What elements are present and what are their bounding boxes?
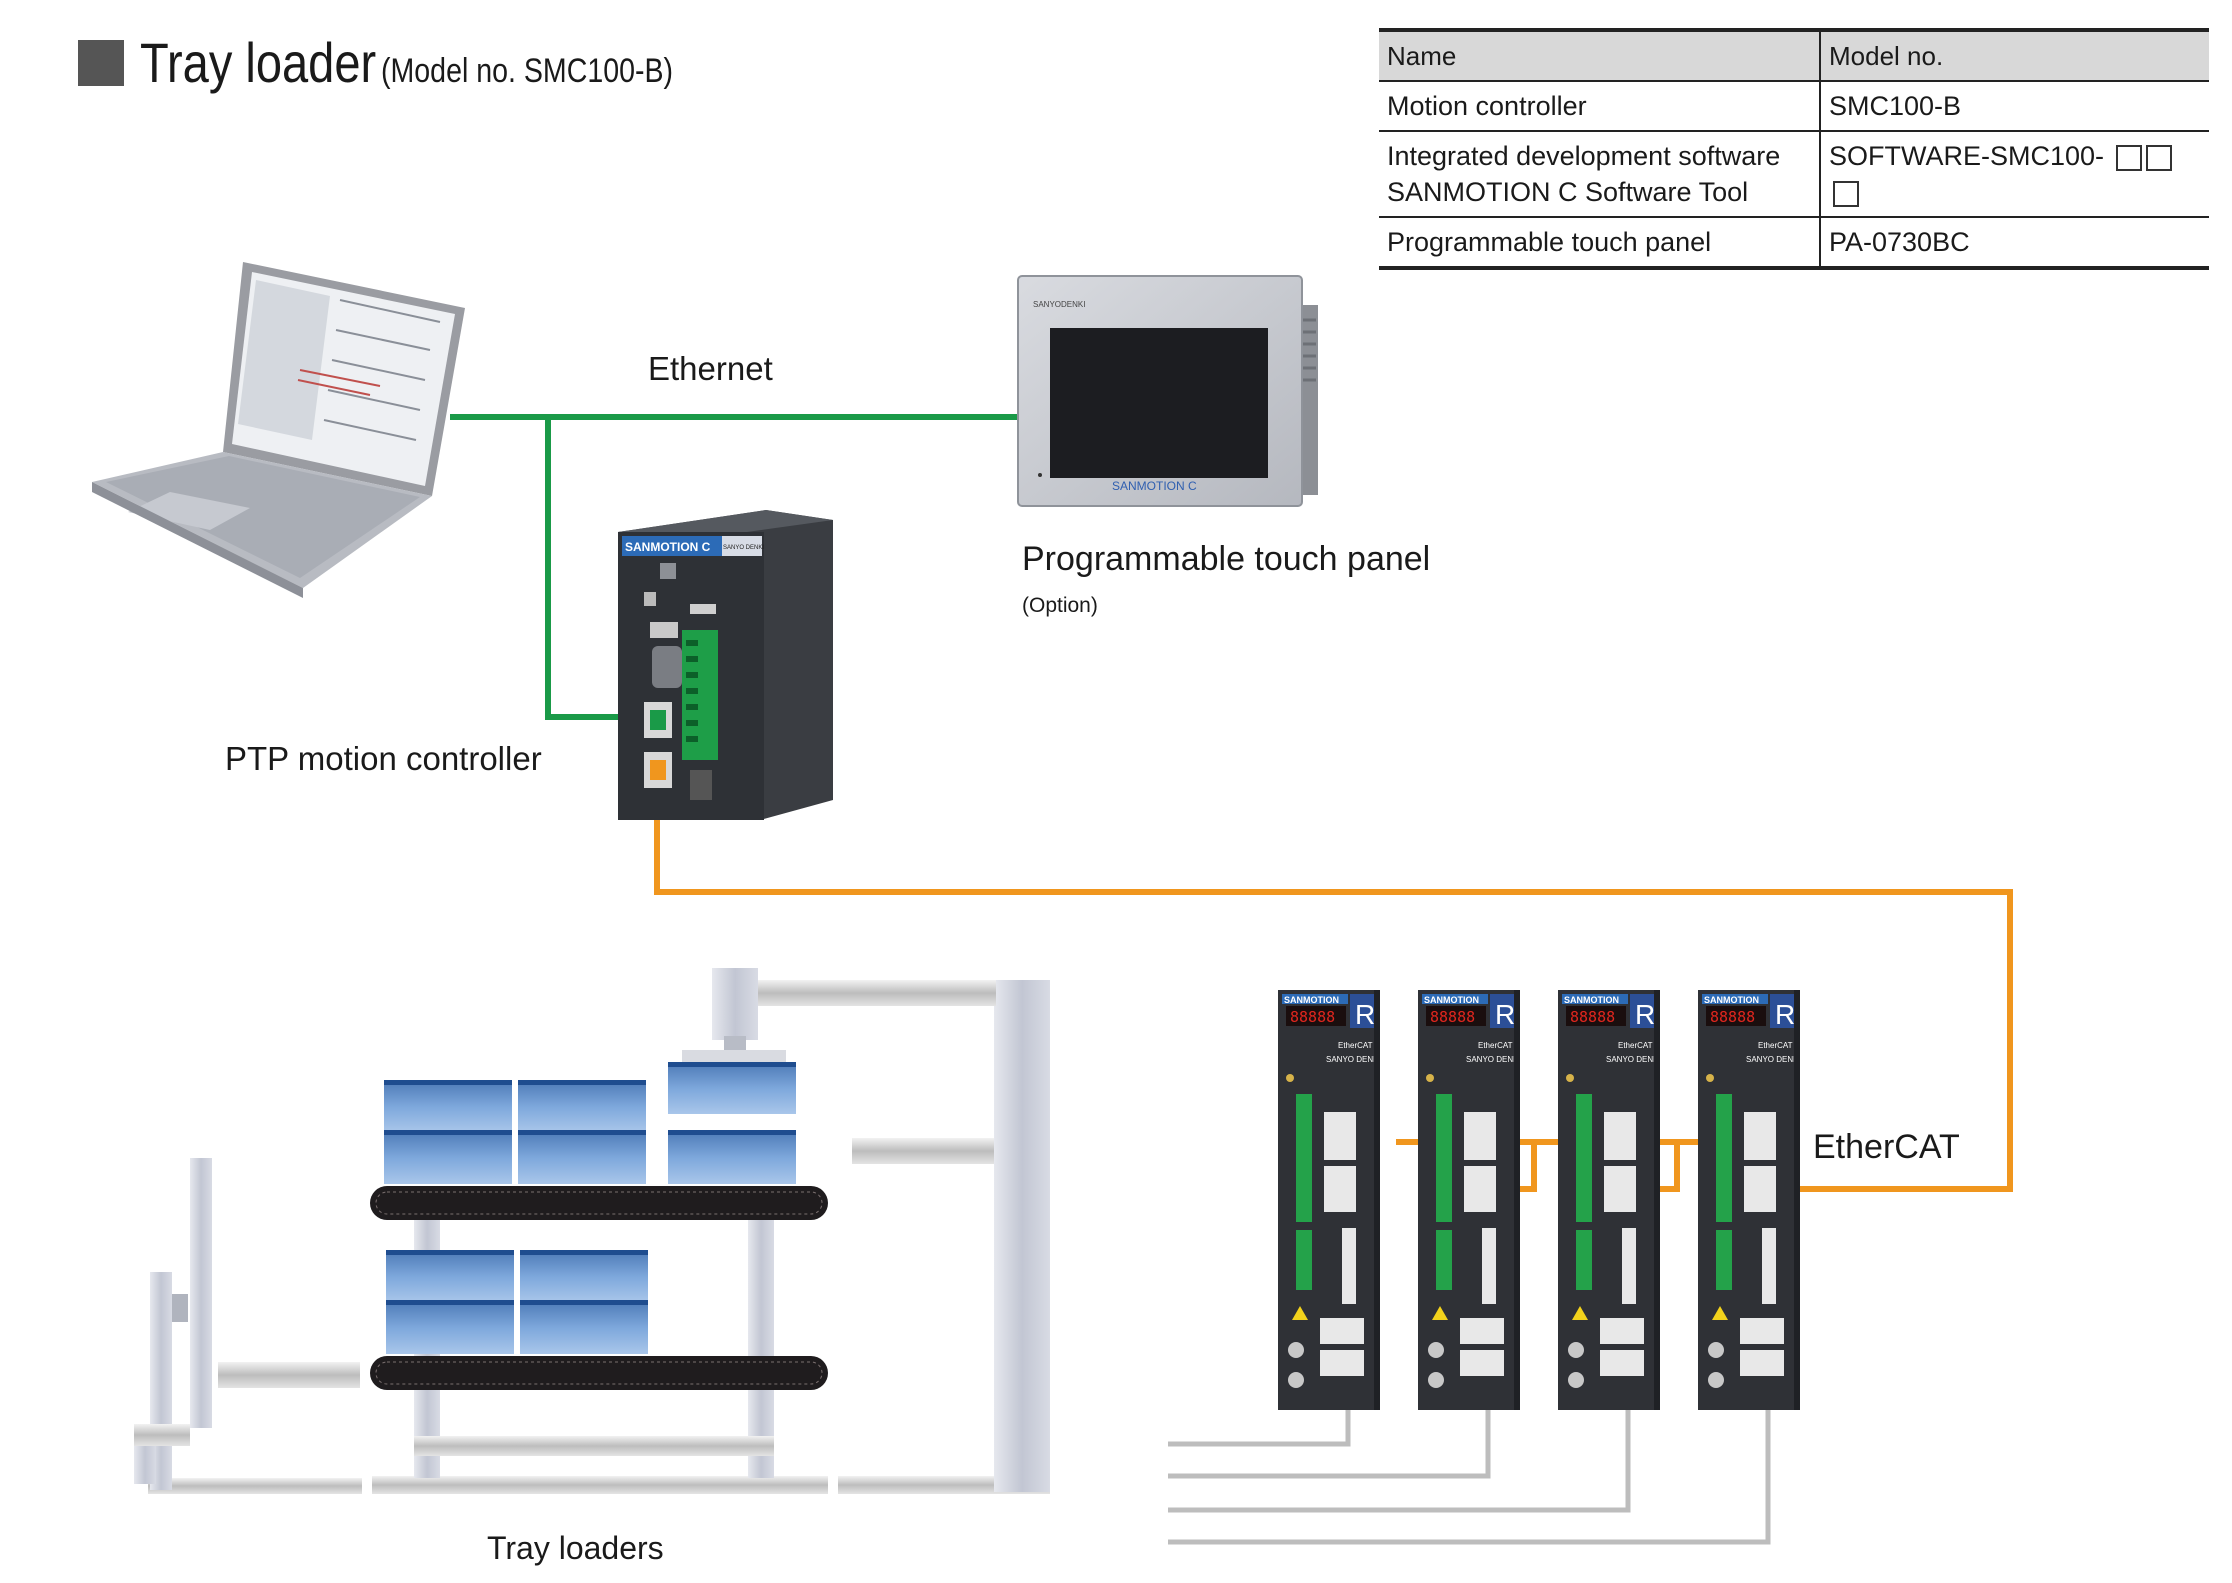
tray-loaders-label: Tray loaders — [487, 1530, 664, 1566]
servo-maker-text: SANYO DENKI — [1326, 1055, 1381, 1064]
table-header-row: Name Model no. — [1379, 28, 2209, 82]
row-name: Integrated development software SANMOTIO… — [1379, 131, 1821, 218]
servo-ethercat-text: EtherCAT — [1478, 1041, 1513, 1050]
servo-brand-text: SANMOTION — [1424, 995, 1479, 1005]
row-name: Motion controller — [1379, 81, 1821, 132]
row-name-line2: SANMOTION C Software Tool — [1387, 177, 1749, 207]
placeholder-box-icon — [1833, 180, 1859, 207]
ethercat-label: EtherCAT — [1813, 1128, 1960, 1166]
ptp-controller-label: PTP motion controller — [225, 740, 542, 777]
motor-cables — [1168, 1410, 1771, 1545]
servo-maker-text: SANYO DENKI — [1466, 1055, 1521, 1064]
table-row: Integrated development software SANMOTIO… — [1379, 131, 2209, 218]
row-model: SMC100-B — [1820, 81, 2209, 132]
servo-ethercat-text: EtherCAT — [1758, 1041, 1793, 1050]
servo-maker-text: SANYO DENKI — [1606, 1055, 1661, 1064]
title-subtitle: (Model no. SMC100-B) — [381, 52, 674, 90]
row-model: SOFTWARE-SMC100- — [1820, 131, 2209, 218]
touch-panel-label: Programmable touch panel — [1022, 540, 1431, 578]
tray-stack — [384, 1062, 796, 1184]
servo-brand-text: SANMOTION — [1704, 995, 1759, 1005]
row-model-text: SOFTWARE-SMC100- — [1829, 141, 2105, 171]
option-label: (Option) — [1022, 594, 1098, 617]
model-table: Name Model no. Motion controller SMC100-… — [1379, 28, 2209, 270]
touch-panel-icon: SANYODENKI SANMOTION C — [1017, 275, 1318, 507]
servo-brand-text: SANMOTION — [1564, 995, 1619, 1005]
servo-display-text: 88888 — [1570, 1008, 1615, 1026]
servo-display-text: 88888 — [1430, 1008, 1475, 1026]
servo-r-text: R — [1495, 999, 1515, 1030]
title-main: Tray loader — [140, 31, 377, 94]
row-model: PA-0730BC — [1820, 217, 2209, 270]
servo-ethercat-text: EtherCAT — [1338, 1041, 1373, 1050]
controller-brand-text: SANMOTION C — [625, 540, 711, 554]
servo-r-text: R — [1775, 999, 1795, 1030]
title-square-icon — [78, 39, 124, 86]
servo-ethercat-text: EtherCAT — [1618, 1041, 1653, 1050]
motion-controller-icon: SANMOTION C SANYO DENKI — [618, 510, 833, 820]
panel-brand-text: SANYODENKI — [1033, 300, 1085, 309]
header-model: Model no. — [1820, 28, 2209, 82]
controller-maker-text: SANYO DENKI — [723, 545, 764, 551]
row-name-line1: Integrated development software — [1387, 141, 1781, 171]
panel-logo-text: SANMOTION C — [1112, 479, 1197, 493]
placeholder-box-icon — [2145, 144, 2172, 171]
servo-display-text: 88888 — [1290, 1008, 1335, 1026]
ethernet-label: Ethernet — [648, 350, 773, 387]
servo-brand-text: SANMOTION — [1284, 995, 1339, 1005]
table-row: Motion controller SMC100-B — [1379, 81, 2209, 132]
tray-stack — [386, 1250, 648, 1354]
servo-display-text: 88888 — [1710, 1008, 1755, 1026]
servo-r-text: R — [1355, 999, 1375, 1030]
laptop-icon — [92, 262, 465, 598]
placeholder-box-icon — [2115, 144, 2142, 171]
table-row: Programmable touch panel PA-0730BC — [1379, 217, 2209, 270]
header-name: Name — [1379, 28, 1821, 82]
page-title: Tray loader (Model no. SMC100-B) — [78, 30, 729, 95]
servo-r-text: R — [1635, 999, 1655, 1030]
row-name: Programmable touch panel — [1379, 217, 1821, 270]
tray-loader-machine-icon — [134, 968, 1050, 1494]
servo-maker-text: SANYO DENKI — [1746, 1055, 1801, 1064]
